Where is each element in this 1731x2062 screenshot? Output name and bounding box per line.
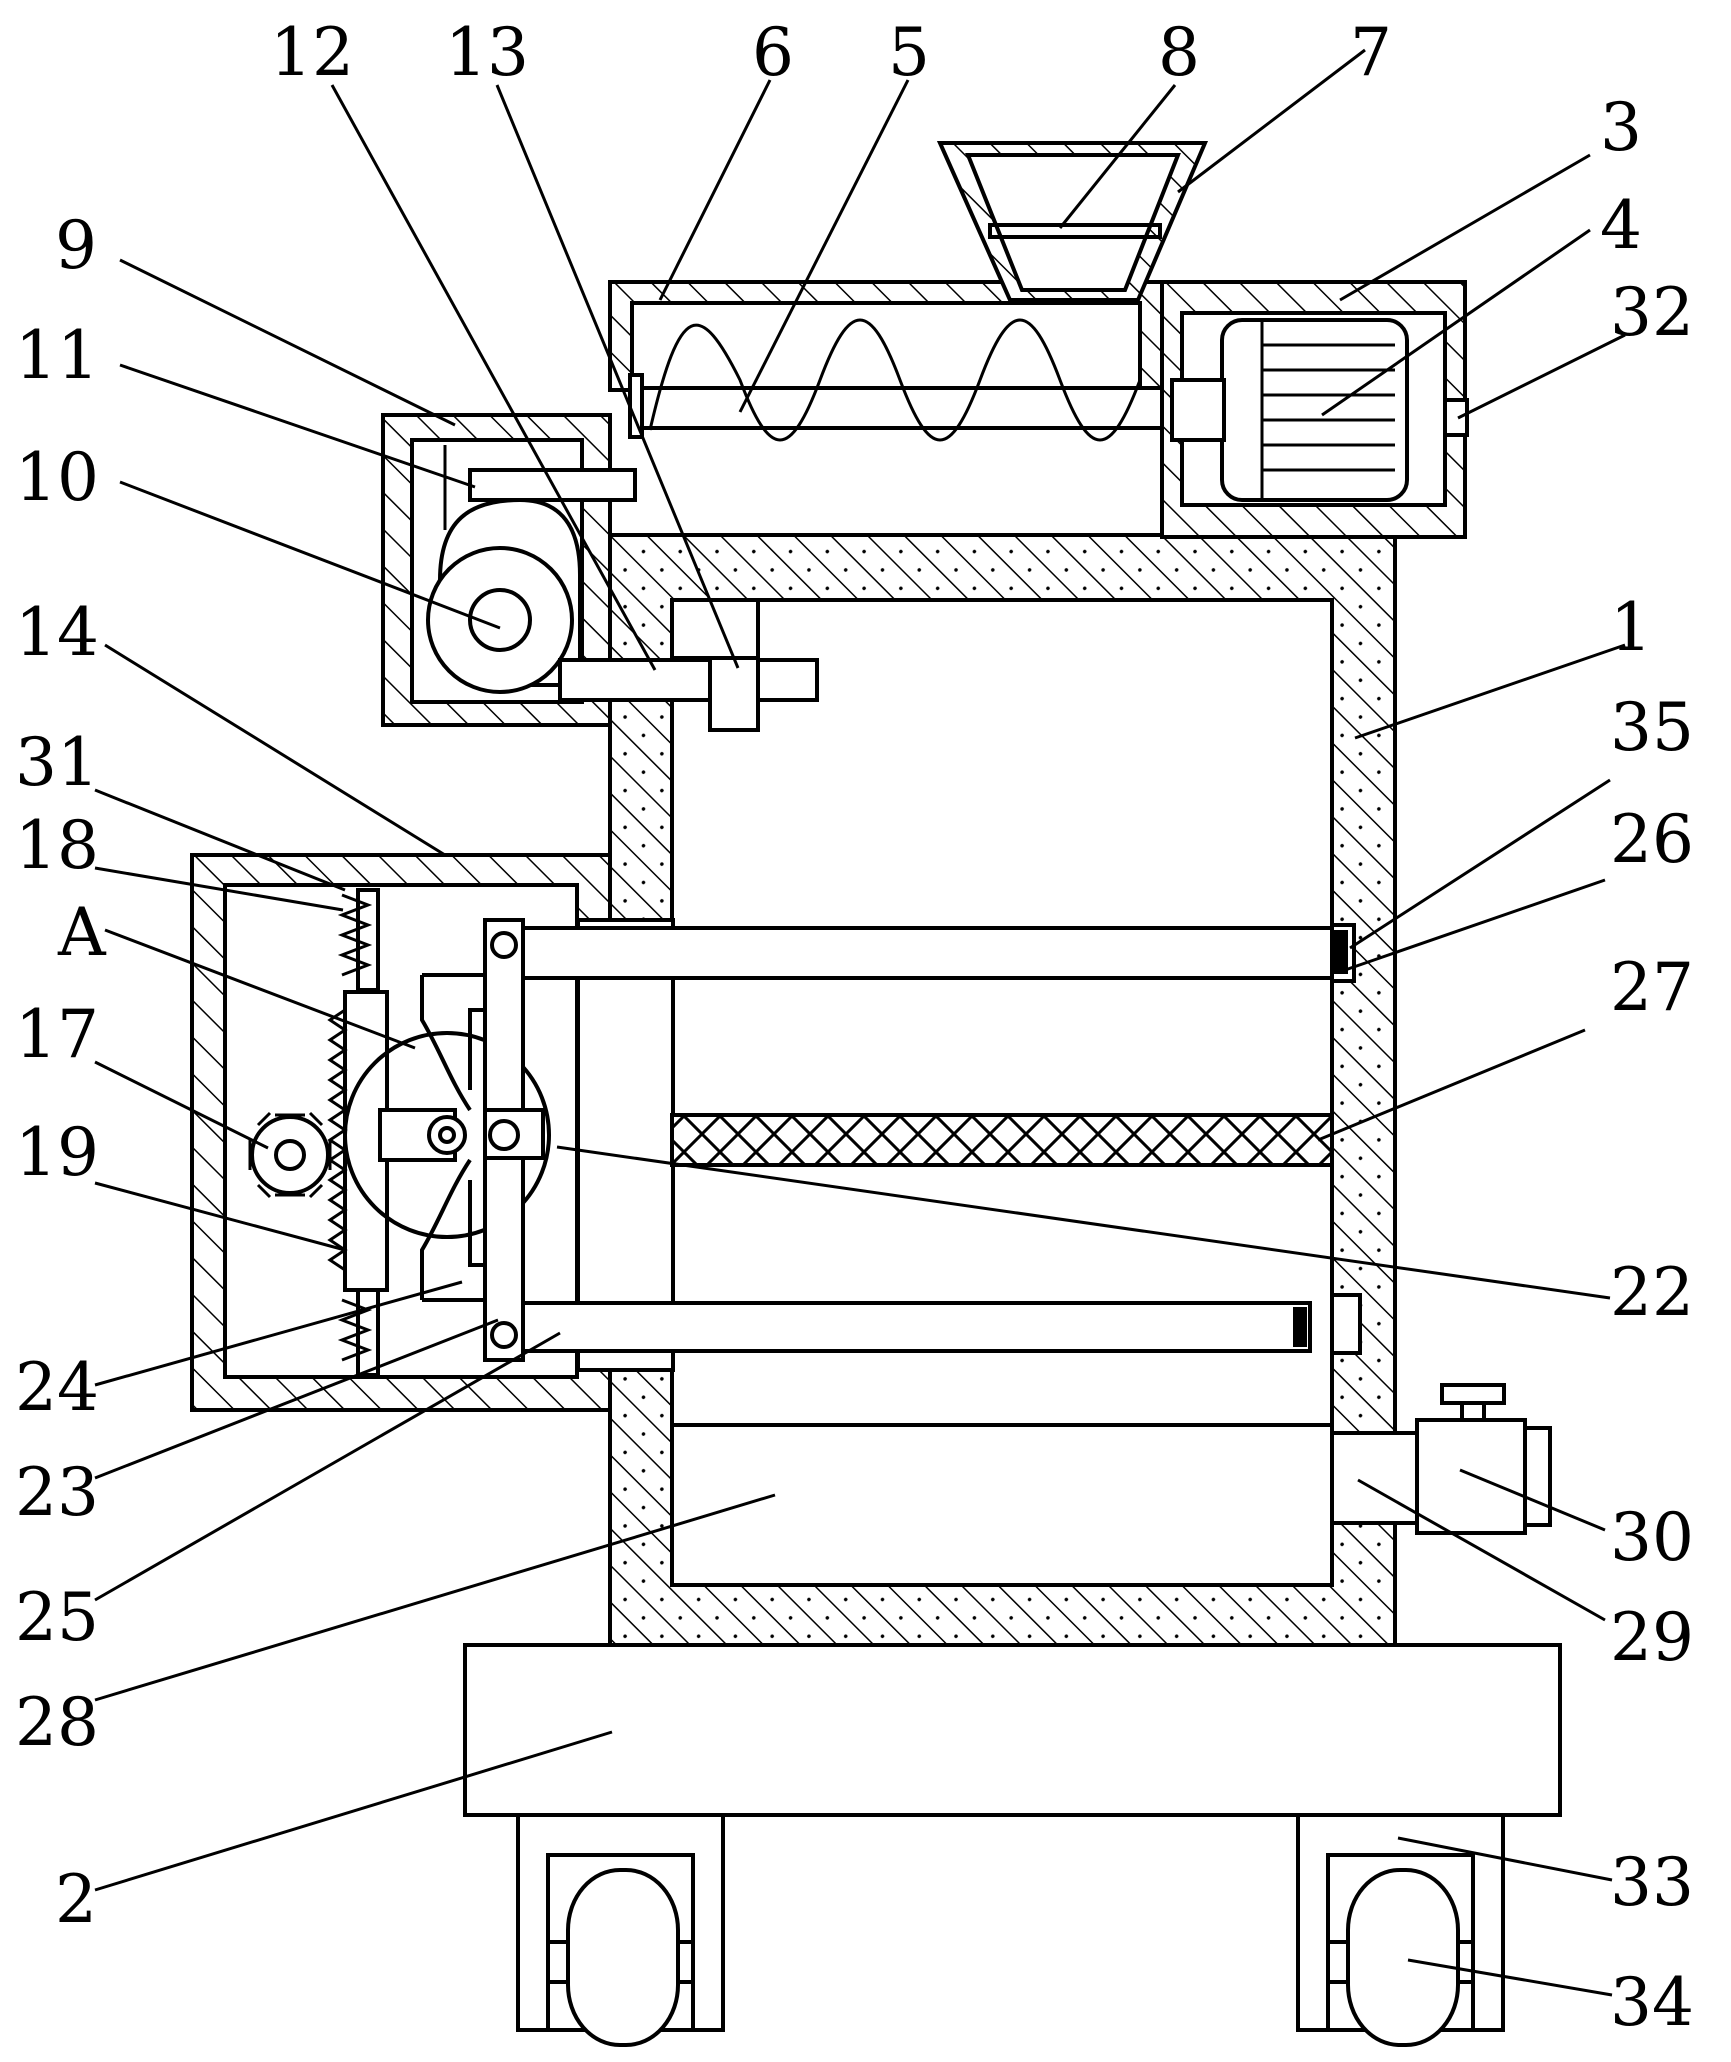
label-31: 31	[15, 724, 99, 801]
label-32: 32	[1610, 274, 1694, 351]
label-A: A	[57, 894, 107, 971]
conveyor-box	[608, 280, 1174, 442]
label-17: 17	[15, 996, 99, 1073]
motor-box	[1160, 280, 1469, 539]
label-22: 22	[1610, 1254, 1694, 1331]
label-19: 19	[15, 1114, 99, 1191]
left-wheel-assembly	[516, 1813, 725, 2047]
label-1: 1	[1610, 589, 1652, 666]
base-plate	[463, 1643, 1562, 1817]
lower-push-rod	[521, 1293, 1362, 1355]
label-33: 33	[1610, 1844, 1694, 1921]
label-4: 4	[1600, 187, 1642, 264]
label-5: 5	[888, 14, 930, 91]
part-labels: 12 13 6 5 8 7 3 4 32 9 11 10 14 1 35 31 …	[15, 14, 1694, 2041]
label-10: 10	[15, 439, 99, 516]
label-14: 14	[15, 594, 99, 671]
collecting-drawer	[670, 1423, 1334, 1587]
label-35: 35	[1610, 689, 1694, 766]
fan-box	[381, 413, 819, 732]
label-23: 23	[15, 1454, 99, 1531]
label-26: 26	[1610, 801, 1694, 878]
leader-lines	[94, 48, 1626, 1997]
label-34: 34	[1610, 1964, 1694, 2041]
label-13: 13	[445, 14, 529, 91]
label-3: 3	[1600, 89, 1642, 166]
label-11: 11	[15, 317, 99, 394]
label-8: 8	[1158, 14, 1200, 91]
label-30: 30	[1610, 1499, 1694, 1576]
feed-hopper	[936, 141, 1209, 302]
label-2: 2	[55, 1861, 97, 1938]
right-wheel-assembly	[1296, 1813, 1505, 2047]
screen-mesh	[670, 1113, 1334, 1167]
label-29: 29	[1610, 1599, 1694, 1676]
label-27: 27	[1610, 949, 1694, 1026]
label-12: 12	[270, 14, 354, 91]
label-9: 9	[55, 207, 97, 284]
upper-push-rod	[521, 923, 1356, 983]
label-6: 6	[752, 14, 794, 91]
label-7: 7	[1350, 14, 1392, 91]
label-24: 24	[15, 1349, 99, 1426]
outlet-valve	[1330, 1383, 1552, 1535]
label-28: 28	[15, 1684, 99, 1761]
label-25: 25	[15, 1579, 99, 1656]
label-18: 18	[15, 807, 99, 884]
